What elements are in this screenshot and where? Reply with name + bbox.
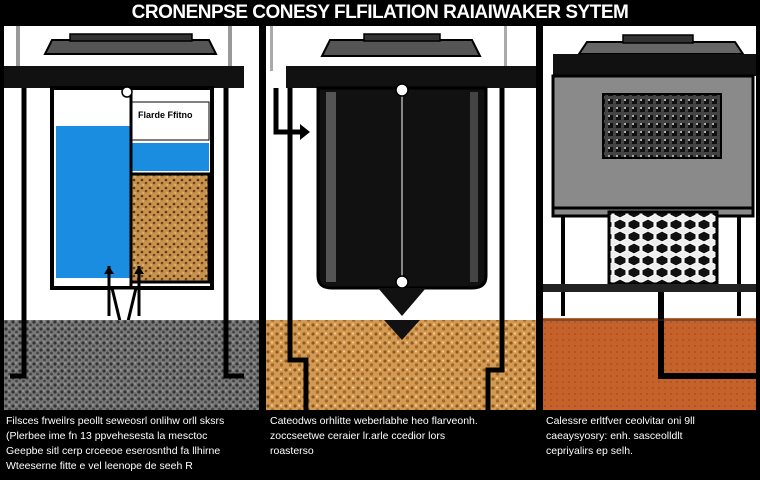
filter-media-label: Flarde Ffitno xyxy=(138,110,193,120)
carbon-tank-diagram xyxy=(266,26,536,410)
caption-line: Cateodws orhlitte weberlabhe heo flarveo… xyxy=(270,415,478,427)
mesh-filter-diagram xyxy=(543,26,756,410)
caption-line: roasterso xyxy=(270,445,314,457)
caption-panel-2: Cateodws orhlitte weberlabhe heo flarveo… xyxy=(270,414,534,480)
panel-carbon-tank xyxy=(266,26,536,410)
panel-mesh-filter xyxy=(543,26,756,410)
caption-panel-3: Calessre erltfver ceolvitar oni 9ll caea… xyxy=(546,414,756,480)
sand-filter-diagram xyxy=(4,26,259,410)
caption-line: Filsces frweilrs peollt seweosrl onlihw … xyxy=(6,415,225,427)
page-title: CRONENPSE CONESY FLFILATION RAIAIWAKER S… xyxy=(131,2,629,23)
caption-line: Geepbe sitl cerp crceeoe eserosnthd fa l… xyxy=(6,445,221,457)
caption-line: Calessre erltfver ceolvitar oni 9ll xyxy=(546,415,695,427)
caption-line: caeaysyosry: enh. sasceolldlt xyxy=(546,430,683,442)
caption-line: (Plerbee ime fn 13 ppvehesesta la mescto… xyxy=(6,430,208,442)
panel-sand-filter: Flarde Ffitno xyxy=(4,26,259,410)
caption-line: Wteeserne fitte e vel leenope de seeh R xyxy=(6,460,193,472)
caption-line: cepriyalirs ep selh. xyxy=(546,445,633,457)
caption-panel-1: Filsces frweilrs peollt seweosrl onlihw … xyxy=(6,414,258,480)
caption-line: zoccseetwe ceraier lr.arle ccedior lors xyxy=(270,430,446,442)
